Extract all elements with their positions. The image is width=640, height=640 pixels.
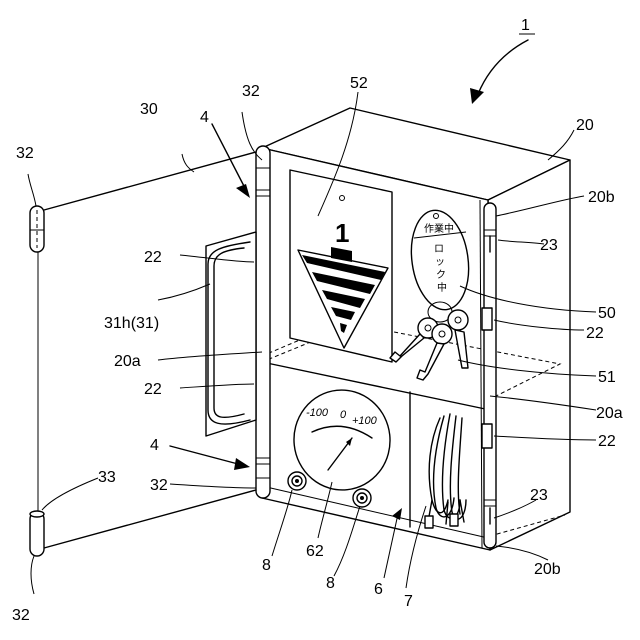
label-handle: 31h(31) — [104, 315, 159, 332]
label-clip-right-bottom: 22 — [598, 433, 616, 450]
label-door: 30 — [140, 101, 158, 118]
label-keys: 51 — [598, 369, 616, 386]
arrow-4-lower — [170, 446, 250, 470]
label-hook-bottom: 23 — [530, 487, 548, 504]
label-fig-no: 1 — [521, 17, 530, 34]
label-key-tag: 50 — [598, 305, 616, 322]
terminal-right — [353, 489, 371, 507]
terminal-left — [288, 472, 306, 490]
arrow-4-upper — [212, 124, 250, 198]
label-shelf-right: 20a — [596, 405, 623, 422]
label-hinge-bottom-door: 32 — [150, 477, 168, 494]
label-meter: 62 — [306, 543, 324, 560]
label-shelf-left: 20a — [114, 353, 141, 370]
label-side-edge-top: 20b — [588, 189, 615, 206]
meter-scale-right: +100 — [352, 415, 378, 427]
clip-right-bottom — [482, 424, 492, 448]
meter-scale-left: -100 — [306, 407, 329, 419]
label-clip-left-top: 22 — [144, 249, 162, 266]
label-compartment: 6 — [374, 581, 383, 598]
key-tag-char-3: ク — [436, 269, 446, 281]
label-cables: 7 — [404, 593, 413, 610]
right-hinge-post — [484, 203, 496, 548]
label-tag-plate: 52 — [350, 75, 368, 92]
label-hinge-bottom-left: 32 — [12, 607, 30, 624]
label-arrow-lower: 4 — [150, 437, 159, 454]
tag-plate: 1 — [290, 170, 392, 362]
left-hinge-column — [256, 146, 270, 498]
key-tag-char-1: ロ — [434, 244, 444, 255]
key-tag-char-4: 中 — [437, 281, 447, 294]
label-clip-right-top: 22 — [586, 325, 604, 342]
label-housing: 20 — [576, 117, 594, 134]
figure-arrow — [470, 34, 535, 104]
label-hinge-top-left: 32 — [16, 145, 34, 162]
label-hook-top: 23 — [540, 237, 558, 254]
label-terminal-right: 8 — [326, 575, 335, 592]
label-terminal-left: 8 — [262, 557, 271, 574]
meter-scale-mid: 0 — [340, 409, 347, 421]
key-tag-char-2: ッ — [435, 257, 445, 268]
label-side-edge-bottom: 20b — [534, 561, 561, 578]
label-clip-left-bottom: 22 — [144, 381, 162, 398]
label-arrow-upper: 4 — [200, 109, 209, 126]
label-hinge-top-door: 32 — [242, 83, 260, 100]
key-tag-top-text: 作業中 — [424, 222, 454, 235]
clip-right-top — [482, 308, 492, 330]
label-hinge-pin: 33 — [98, 469, 116, 486]
tag-plate-number: 1 — [335, 218, 349, 248]
